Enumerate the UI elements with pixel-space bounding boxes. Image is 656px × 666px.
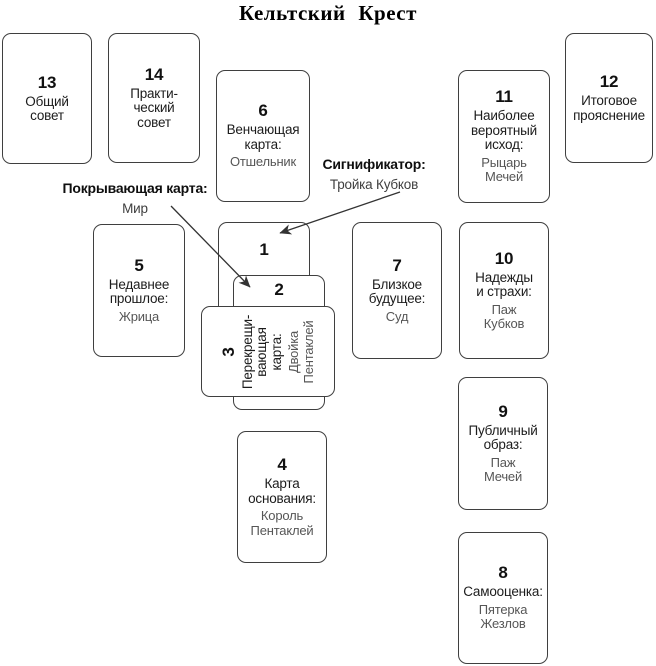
card-tarot-name: Король Пентаклей (250, 508, 314, 538)
card-tarot-name: Пятерка Жезлов (478, 601, 528, 632)
card-number: 10 (494, 248, 514, 268)
card-position-label: Венчающая карта: (226, 122, 300, 152)
card-position-label: Близкое будущее: (368, 276, 426, 307)
card-position-label: Итоговое прояснение (573, 93, 645, 123)
card-4-foundation: 4 Карта основания: Король Пентаклей (237, 431, 327, 563)
card-number: 8 (498, 563, 508, 583)
card-position-label: Публичный образ: (468, 422, 538, 452)
card-9-public-image: 9 Публичный образ: Паж Мечей (458, 377, 548, 510)
card-number: 6 (258, 101, 268, 121)
card-number: 1 (259, 240, 269, 259)
card-3-crossing: 3 Перекрещи- вающая карта: Двойка Пентак… (201, 306, 335, 397)
card-position-label: Самооценка: (463, 584, 543, 600)
covering-card-heading: Покрывающая карта: (62, 180, 208, 196)
card-number: 7 (392, 255, 402, 275)
card-12-final-clarification: 12 Итоговое прояснение (565, 33, 653, 163)
significator-card-name: Тройка Кубков (329, 177, 419, 192)
card-tarot-name: Жрица (118, 308, 160, 324)
card-6-crowning: 6 Венчающая карта: Отшельник (216, 70, 310, 202)
card-tarot-name: Рыцарь Мечей (481, 154, 527, 185)
card-number: 9 (498, 401, 508, 421)
card-number: 5 (134, 255, 144, 275)
card-position-label: Наиболее вероятный исход: (471, 108, 537, 153)
card-position-label: Карта основания: (248, 476, 316, 506)
card-10-hopes-fears: 10 Надежды и страхи: Паж Кубков (459, 222, 549, 359)
card-number: 12 (599, 72, 619, 91)
card-number: 14 (144, 64, 164, 84)
card-tarot-name: Паж Мечей (483, 454, 523, 484)
significator-heading: Сигнификатор: (322, 156, 426, 172)
card-tarot-name: Паж Кубков (483, 301, 525, 331)
card-8-self-esteem: 8 Самооценка: Пятерка Жезлов (458, 532, 548, 664)
card-14-practical-advice: 14 Практи- ческий совет (108, 33, 200, 163)
card-position-label: Перекрещи- вающая карта: (239, 314, 284, 389)
card-position-label: Практи- ческий совет (130, 85, 178, 130)
card-tarot-name: Отшельник (230, 154, 296, 170)
significator-annotation: Сигнификатор: Тройка Кубков (318, 156, 430, 193)
card-number: 11 (495, 87, 513, 107)
card-number: 4 (277, 455, 287, 474)
covering-card-name: Мир (122, 201, 148, 216)
card-3-rotated-content: 3 Перекрещи- вающая карта: Двойка Пентак… (201, 306, 335, 398)
card-13-general-advice: 13 Общий совет (2, 33, 92, 164)
card-position-label: Недавнее прошлое: (108, 276, 170, 307)
card-tarot-name: Суд (385, 308, 409, 324)
card-7-near-future: 7 Близкое будущее: Суд (352, 222, 442, 359)
card-number: 2 (274, 280, 284, 299)
card-11-likely-outcome: 11 Наиболее вероятный исход: Рыцарь Мече… (458, 70, 550, 203)
card-position-label: Общий совет (25, 93, 69, 123)
card-number: 3 (218, 346, 238, 357)
covering-card-annotation: Покрывающая карта: Мир (55, 180, 215, 217)
card-number: 13 (37, 72, 57, 92)
card-tarot-name: Двойка Пентаклей (286, 320, 316, 383)
card-5-recent-past: 5 Недавнее прошлое: Жрица (93, 224, 185, 357)
card-position-label: Надежды и страхи: (475, 269, 533, 299)
page-title: Кельтский Крест (239, 1, 417, 25)
